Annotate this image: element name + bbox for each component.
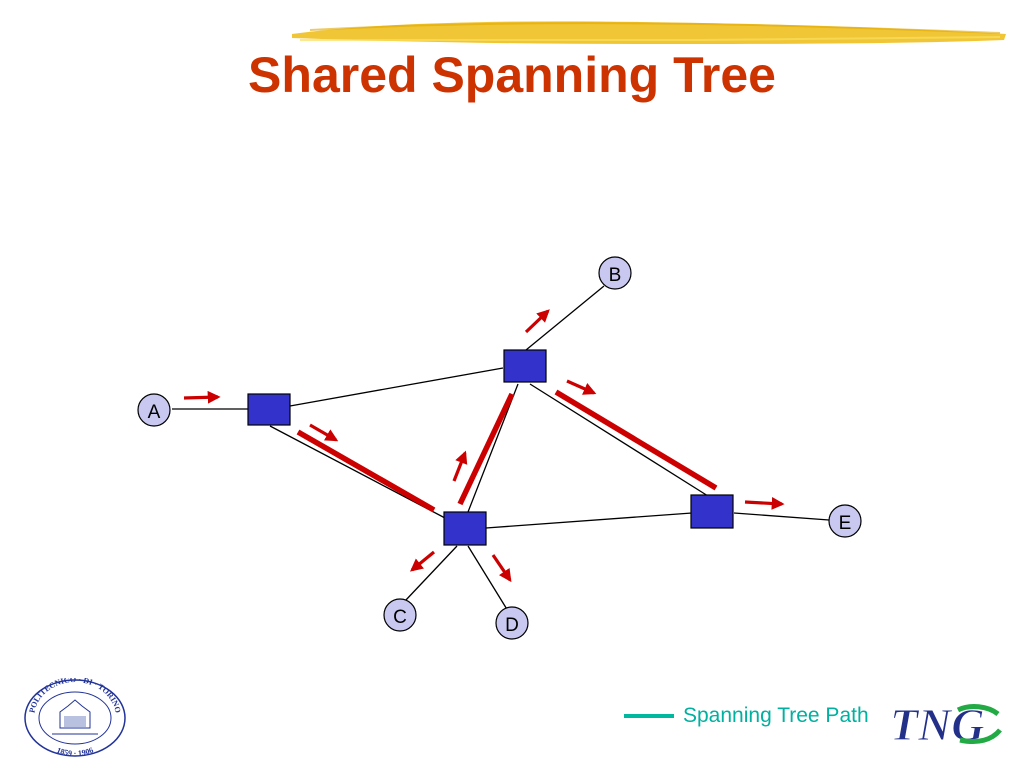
page-title: Shared Spanning Tree <box>248 47 776 103</box>
seal-text-bottom: 1859 · 1906 <box>55 746 94 758</box>
university-seal-logo: POLITECNICO · DI · TORINO 1859 · 1906 <box>24 678 126 758</box>
arrow-icon <box>183 390 221 404</box>
tree-path-s2-s3 <box>457 392 515 506</box>
link-s1-s2 <box>289 367 504 407</box>
legend-label: Spanning Tree Path <box>683 704 869 727</box>
switch-s4 <box>690 494 734 529</box>
accent-bar <box>292 21 1006 44</box>
arrow-icon <box>309 423 339 442</box>
host-a: A <box>137 393 171 427</box>
host-label-e: E <box>839 513 852 534</box>
arrow-icon <box>566 379 597 395</box>
tree-path-s2-s4 <box>554 389 718 491</box>
host-label-d: D <box>505 615 519 636</box>
legend-swatch <box>624 714 674 718</box>
host-d: D <box>495 606 529 640</box>
host-b: B <box>598 256 632 290</box>
links <box>172 285 830 612</box>
svg-text:1859 · 1906: 1859 · 1906 <box>55 746 94 758</box>
tree-paths <box>296 389 718 513</box>
host-label-a: A <box>148 402 161 423</box>
switch-s1 <box>247 393 291 426</box>
link-s3-s4 <box>485 512 693 529</box>
host-c: C <box>383 598 417 632</box>
link-s2-s4 <box>529 383 709 497</box>
link-s4-e <box>733 512 830 521</box>
arrow-icon <box>452 450 468 482</box>
link-s3-d <box>467 545 509 612</box>
switch-s3 <box>443 511 487 546</box>
tng-logo: TNG <box>890 700 1002 750</box>
tree-path-s1-s3 <box>296 429 436 513</box>
host-e: E <box>828 504 862 538</box>
link-s3-c <box>404 545 458 602</box>
host-label-b: B <box>609 265 622 286</box>
arrow-icon <box>410 550 436 572</box>
host-label-c: C <box>393 607 407 628</box>
switches <box>247 349 734 546</box>
arrow-icon <box>524 309 550 334</box>
link-s2-b <box>525 285 605 351</box>
arrow-icon <box>744 497 785 510</box>
arrow-icon <box>491 554 512 583</box>
switch-s2 <box>503 349 547 383</box>
flow-arrows <box>183 309 785 583</box>
